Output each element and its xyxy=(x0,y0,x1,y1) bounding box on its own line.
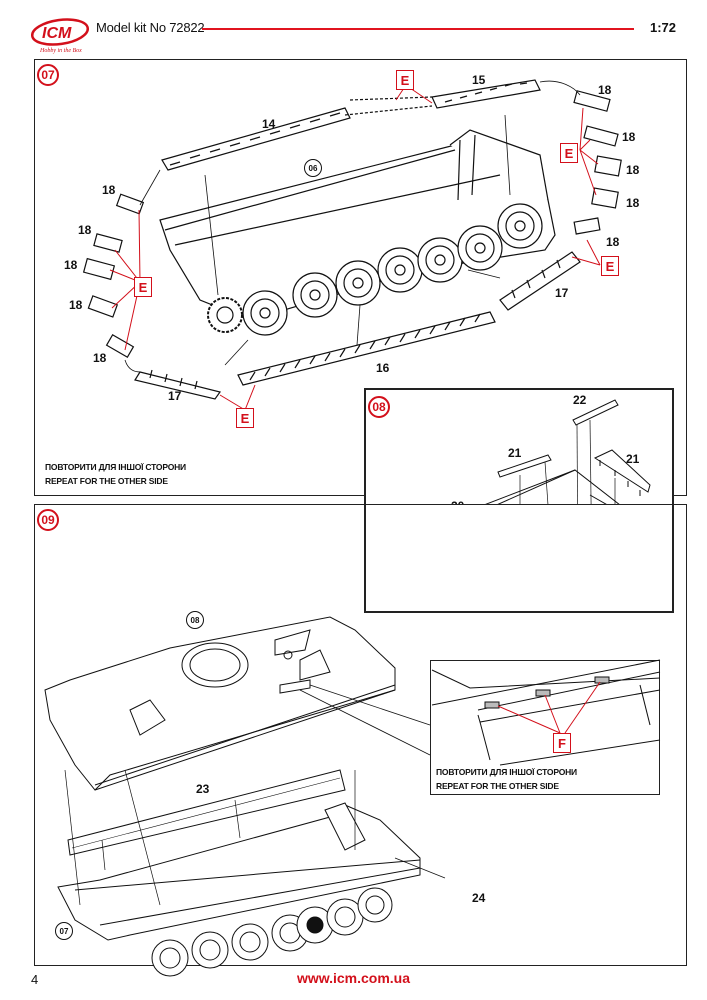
part-number-18: 18 xyxy=(69,298,83,312)
part-number-24: 24 xyxy=(472,891,486,905)
track-link-14 xyxy=(161,107,351,171)
part-number-18: 18 xyxy=(606,235,620,249)
part-number-18: 18 xyxy=(78,223,92,237)
repeat-note-ua: ПОВТОРИТИ ДЛЯ ІНШОЇ СТОРОНИ xyxy=(45,462,186,472)
lower-hull-24 xyxy=(57,804,421,941)
part-22 xyxy=(572,399,619,426)
part-number-17-right: 17 xyxy=(555,286,569,300)
step-08-panel-overlap xyxy=(364,388,674,613)
part-number-18: 18 xyxy=(64,258,78,272)
page-number: 4 xyxy=(31,972,39,987)
website-link[interactable]: www.icm.com.ua xyxy=(296,970,411,986)
subassembly-ref-07: 07 xyxy=(55,922,73,940)
glue-label-f: F xyxy=(553,733,571,753)
part-number-23: 23 xyxy=(196,782,210,796)
glue-label-e: E xyxy=(601,256,619,276)
icm-logo: ICM Hobby in the Box xyxy=(30,18,90,54)
kit-title: Model kit No 72822 xyxy=(96,20,205,35)
road-wheels-09 xyxy=(151,887,393,977)
step-09-badge: 09 xyxy=(37,509,59,531)
part-number-16: 16 xyxy=(376,361,390,375)
part-21-left xyxy=(497,454,552,478)
part-number-21-left: 21 xyxy=(508,446,522,460)
part-number-18: 18 xyxy=(626,163,640,177)
upper-hull-08 xyxy=(44,616,396,791)
detail-repeat-note-ua: ПОВТОРИТИ ДЛЯ ІНШОЇ СТОРОНИ xyxy=(436,767,577,777)
track-link-17-right xyxy=(499,251,581,311)
header-divider xyxy=(202,28,634,30)
step-07-badge: 07 xyxy=(37,64,59,86)
drive-sprocket xyxy=(207,297,243,333)
road-wheels-07 xyxy=(242,203,543,336)
svg-text:ICM: ICM xyxy=(42,25,72,42)
detail-repeat-note-en: REPEAT FOR THE OTHER SIDE xyxy=(436,781,559,791)
part-21-right xyxy=(593,449,651,493)
track-links-18-right xyxy=(573,90,622,235)
svg-text:Hobby in the Box: Hobby in the Box xyxy=(39,48,82,54)
glue-label-e: E xyxy=(396,70,414,90)
track-links-18-left xyxy=(82,193,145,359)
glue-label-e: E xyxy=(236,408,254,428)
part-number-21-right: 21 xyxy=(626,452,640,466)
step-08-badge: 08 xyxy=(368,396,390,418)
part-number-18: 18 xyxy=(93,351,107,365)
part-number-18: 18 xyxy=(622,130,636,144)
part-number-18: 18 xyxy=(626,196,640,210)
track-link-16 xyxy=(237,311,496,386)
part-number-14: 14 xyxy=(262,117,276,131)
part-number-15: 15 xyxy=(472,73,486,87)
subassembly-ref-08: 08 xyxy=(186,611,204,629)
part-number-22: 22 xyxy=(573,393,587,407)
part-number-18: 18 xyxy=(102,183,116,197)
track-link-17-left xyxy=(134,369,222,400)
part-number-17-left: 17 xyxy=(168,389,182,403)
track-link-15 xyxy=(431,79,541,109)
repeat-note-en: REPEAT FOR THE OTHER SIDE xyxy=(45,476,168,486)
part-number-18: 18 xyxy=(598,83,612,97)
glue-label-e: E xyxy=(134,277,152,297)
kit-scale: 1:72 xyxy=(650,20,677,35)
glue-label-e: E xyxy=(560,143,578,163)
subassembly-ref-06: 06 xyxy=(304,159,322,177)
part-23-lining xyxy=(67,769,346,856)
